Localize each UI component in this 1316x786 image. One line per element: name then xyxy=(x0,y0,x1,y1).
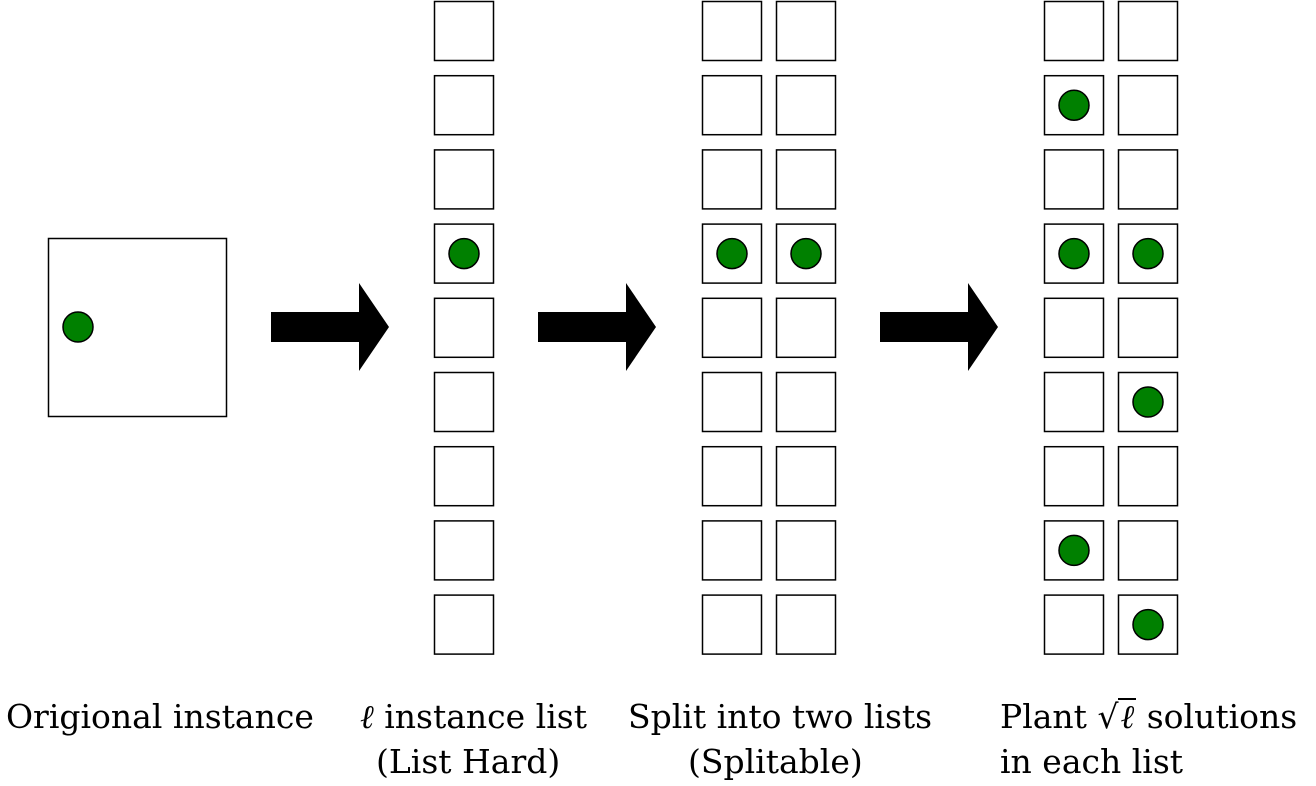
arrow-original-to-list xyxy=(271,283,389,371)
instance-box-s2-c0-r0 xyxy=(701,0,763,62)
solution-dot xyxy=(716,237,748,270)
solution-dot xyxy=(448,237,480,270)
pipeline-diagram xyxy=(47,0,1179,655)
instance-box-s1-c0-r5 xyxy=(433,371,495,433)
caption-plant: Plant √ℓ solutions in each list xyxy=(1000,694,1297,784)
instance-box-s3-c0-r0 xyxy=(1043,0,1105,62)
instance-box-s3-c1-r6 xyxy=(1117,445,1179,507)
instance-box-s3-c1-r2 xyxy=(1117,149,1179,210)
instance-box-s2-c0-r6 xyxy=(701,445,763,507)
instance-box-s2-c0-r1 xyxy=(701,74,763,136)
instance-box-s2-c1-r1 xyxy=(775,74,837,136)
caption-original-line-1: Origional instance xyxy=(6,697,314,736)
instance-box-s3-c1-r4 xyxy=(1117,297,1179,359)
caption-list-line-2: (List Hard) xyxy=(376,742,561,781)
instance-box-s2-c1-r5 xyxy=(775,371,837,433)
instance-box-s2-c1-r4 xyxy=(775,297,837,359)
caption-list-text: instance list xyxy=(384,697,587,736)
solution-dot xyxy=(1058,534,1090,567)
instance-box-s2-c0-r5 xyxy=(701,371,763,433)
caption-plant-line-2: in each list xyxy=(1000,742,1184,781)
instance-box-s2-c1-r2 xyxy=(775,149,837,210)
solution-dot xyxy=(790,237,822,270)
instance-box-s3-c1-r3 xyxy=(1117,223,1179,284)
instance-box-s3-c0-r8 xyxy=(1043,594,1105,655)
caption-plant-text: solutions xyxy=(1146,697,1298,736)
caption-list-line-1: ℓ instance list xyxy=(360,694,587,739)
instance-box-s1-c0-r8 xyxy=(433,594,495,655)
instance-box-s1-c0-r2 xyxy=(433,149,495,210)
instance-box-s2-c1-r7 xyxy=(775,520,837,581)
instance-box-s2-c1-r6 xyxy=(775,445,837,507)
instance-box-s3-c1-r1 xyxy=(1117,74,1179,136)
caption-plant-line-1: Plant √ℓ solutions xyxy=(1000,694,1297,739)
solution-dot xyxy=(1058,89,1090,121)
instance-box-s1-c0-r6 xyxy=(433,445,495,507)
instance-box-s2-c0-r4 xyxy=(701,297,763,359)
solution-dot xyxy=(62,311,94,343)
instance-box-s3-c1-r7 xyxy=(1117,520,1179,581)
instance-box-s1-c0-r4 xyxy=(433,297,495,359)
solution-dot xyxy=(1058,237,1090,270)
sqrt-radicand: ℓ xyxy=(1118,697,1137,736)
instance-box-s1-c0-r0 xyxy=(433,0,495,62)
solution-dot xyxy=(1132,608,1164,641)
sqrt-symbol: √ xyxy=(1097,697,1119,736)
instance-box-s3-c0-r5 xyxy=(1043,371,1105,433)
instance-box-s3-c0-r2 xyxy=(1043,149,1105,210)
instance-box-s2-c0-r2 xyxy=(701,149,763,210)
caption-list: ℓ instance list (List Hard) xyxy=(360,694,587,784)
instance-box-s1-c0-r1 xyxy=(433,74,495,136)
instance-box-s3-c1-r0 xyxy=(1117,0,1179,62)
solution-dot xyxy=(1132,386,1164,418)
instance-box-s2-c1-r8 xyxy=(775,594,837,655)
caption-split: Split into two lists (Splitable) xyxy=(628,694,932,784)
instance-box-s1-c0-r7 xyxy=(433,520,495,581)
instance-box-s3-c0-r6 xyxy=(1043,445,1105,507)
sqrt-ell-formula: √ℓ xyxy=(1097,694,1137,739)
arrow-list-to-split xyxy=(538,283,656,371)
ell-symbol: ℓ xyxy=(360,697,374,736)
solution-dot xyxy=(1132,237,1164,270)
caption-plant-prefix: Plant xyxy=(1000,697,1087,736)
caption-split-line-1: Split into two lists xyxy=(628,697,933,736)
arrow-split-to-plant xyxy=(880,283,998,371)
instance-box-s2-c1-r0 xyxy=(775,0,837,62)
caption-split-line-2: (Splitable) xyxy=(688,742,863,781)
instance-box-s3-c0-r4 xyxy=(1043,297,1105,359)
instance-box-s2-c0-r8 xyxy=(701,594,763,655)
caption-original: Origional instance xyxy=(6,694,314,739)
instance-box-s2-c0-r7 xyxy=(701,520,763,581)
